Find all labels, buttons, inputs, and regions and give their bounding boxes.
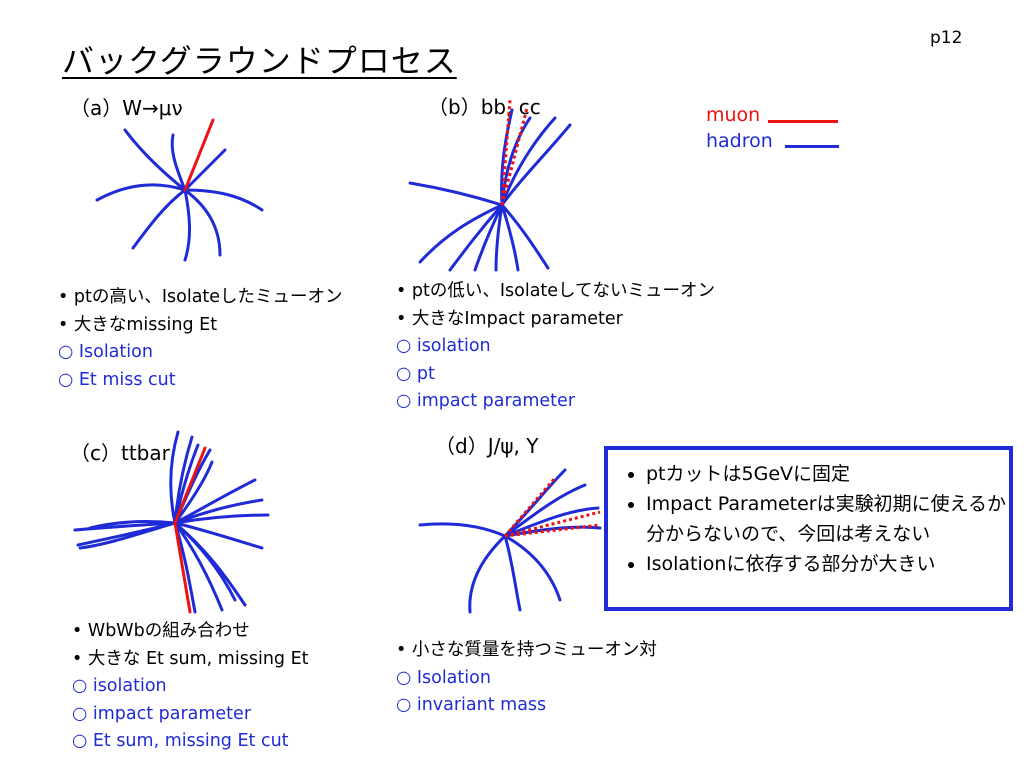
panel-a-note: • ptの高い、Isolateしたミューオン	[58, 287, 343, 307]
legend-hadron-swatch	[785, 145, 839, 148]
panel-b-criterion: ○ impact parameter	[396, 391, 576, 411]
panel-a-criterion: ○ Et miss cut	[58, 369, 176, 390]
legend-muon-swatch	[768, 120, 838, 123]
panel-b-criterion: ○ isolation	[396, 336, 491, 356]
event-diagram-b	[408, 99, 572, 272]
summary-list: ptカットは5GeVに固定 Impact Parameterは実験初期に使えるか…	[608, 450, 1009, 579]
panel-b-notes: • ptの低い、Isolateしてないミューオン • 大きなImpact par…	[396, 278, 715, 416]
panel-b-note: • 大きなImpact parameter	[396, 308, 623, 329]
legend-muon-label: muon	[706, 104, 761, 126]
panel-c-note: • 大きな Et sum, missing Et	[72, 648, 309, 669]
panel-b-label: （b）bb, cc	[428, 95, 541, 119]
panel-c-label: （c）ttbar	[70, 441, 170, 465]
panel-c-criterion: ○ Et sum, missing Et cut	[72, 731, 289, 751]
summary-item: Isolationに依存する部分が大きい	[646, 549, 1009, 579]
event-diagram-c	[73, 430, 270, 614]
page-number: p12	[930, 28, 963, 48]
panel-a-note: • 大きなmissing Et	[58, 314, 218, 335]
summary-item: Impact Parameterは実験初期に使えるか分からないので、今回は考えな…	[646, 489, 1009, 549]
panel-a-label: （a）W→μν	[70, 96, 183, 120]
panel-d-label: （d）J/ψ, Υ	[435, 434, 539, 458]
panel-d-notes: • 小さな質量を持つミューオン対 ○ Isolation ○ invariant…	[396, 637, 657, 720]
panel-d-note: • 小さな質量を持つミューオン対	[396, 640, 657, 660]
panel-c-criterion: ○ impact parameter	[72, 703, 252, 724]
panel-a-criterion: ○ Isolation	[58, 342, 153, 362]
panel-c-notes: • WbWbの組み合わせ • 大きな Et sum, missing Et ○ …	[72, 618, 309, 756]
panel-c-note: • WbWbの組み合わせ	[72, 621, 250, 641]
panel-b-note: • ptの低い、Isolateしてないミューオン	[396, 281, 716, 301]
event-diagram-a	[95, 118, 264, 262]
legend-hadron-label: hadron	[706, 130, 773, 152]
slide-title: バックグラウンドプロセス	[62, 42, 457, 80]
summary-box: ptカットは5GeVに固定 Impact Parameterは実験初期に使えるか…	[604, 446, 1013, 611]
event-diagram-d	[418, 468, 602, 614]
panel-b-criterion: ○ pt	[396, 363, 435, 384]
panel-d-criterion: ○ invariant mass	[396, 695, 547, 715]
summary-item: ptカットは5GeVに固定	[646, 459, 1009, 489]
panel-d-criterion: ○ Isolation	[396, 667, 491, 688]
panel-a-notes: • ptの高い、Isolateしたミューオン • 大きなmissing Et ○…	[58, 284, 343, 394]
panel-c-criterion: ○ isolation	[72, 676, 167, 696]
